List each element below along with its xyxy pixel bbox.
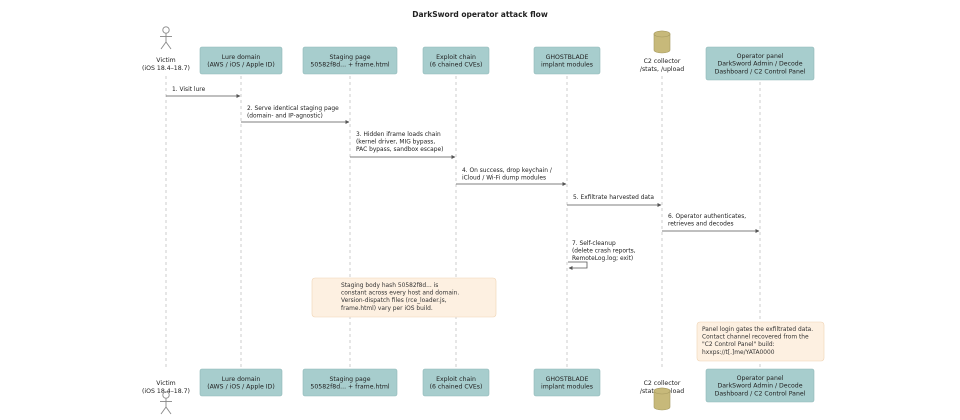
participant-box-ghostblade-top [533, 46, 601, 75]
participant-label-operator-top: DarkSword Admin / Decode [717, 61, 802, 68]
note-text-1: frame.html) vary per iOS build. [341, 306, 433, 312]
participant-label-ghostblade-bottom: GHOSTBLADE [546, 376, 589, 383]
actor-stroke [162, 391, 170, 399]
participant-label-operator-bottom: Operator panel [737, 375, 784, 382]
participant-label-staging-top: 50582f8d... + frame.html [310, 62, 389, 69]
note-box-1 [311, 277, 497, 318]
participant-box-staging-bottom [302, 368, 398, 397]
actor-stroke [160, 406, 167, 415]
participant-label-staging-top: Staging page [329, 54, 370, 61]
participant-box-exploit-top [422, 46, 490, 75]
message-label-4: 4. On success, drop keychain / [462, 168, 552, 174]
participant-box-lure-bottom [199, 368, 283, 397]
participant-box-operator-top [705, 46, 815, 81]
participant-label-exploit-bottom: (6 chained CVEs) [430, 384, 483, 391]
message-label-6: 6. Operator authenticates, [668, 214, 746, 220]
participant-label-operator-top: Dashboard / C2 Control Panel [715, 69, 806, 76]
message-label-7: (delete crash reports, [572, 249, 636, 255]
participant-label-ghostblade-top: implant modules [541, 62, 593, 69]
participant-label-staging-bottom: 50582f8d... + frame.html [310, 384, 389, 391]
note-text-2: hxxps://t[.]me/YATA0000 [702, 350, 775, 356]
participant-label-exploit-top: (6 chained CVEs) [430, 62, 483, 69]
participant-label-ghostblade-top: GHOSTBLADE [546, 54, 589, 61]
self-message-arrow [568, 261, 588, 270]
participant-label-victim-bottom: Victim [156, 380, 175, 387]
participant-label-lure-bottom: Lure domain [222, 376, 261, 383]
message-label-4: iCloud / Wi-Fi dump modules [462, 176, 546, 182]
participant-label-operator-top: Operator panel [737, 53, 784, 60]
participant-label-operator-bottom: DarkSword Admin / Decode [717, 383, 802, 390]
actor-stroke [165, 41, 172, 50]
note-text-1: Staging body hash 50582f8d... is [341, 283, 438, 289]
diagram-title: DarkSword operator attack flow [412, 10, 548, 19]
participant-box-operator-bottom [705, 368, 815, 403]
participant-label-operator-bottom: Dashboard / C2 Control Panel [715, 391, 806, 398]
message-label-7: 7. Self-cleanup [572, 241, 616, 247]
message-label-3: 3. Hidden iframe loads chain [356, 132, 441, 138]
message-label-3: (kernel driver, MIG bypass, [356, 140, 435, 146]
participant-label-lure-bottom: (AWS / iOS / Apple ID) [207, 384, 275, 391]
note-text-1: constant across every host and domain. [341, 291, 459, 297]
participant-box-exploit-bottom [422, 368, 490, 397]
message-label-3: PAC bypass, sandbox escape) [356, 147, 443, 153]
note-text-2: Contact channel recovered from the [702, 335, 809, 341]
database-icon-top-bottom [653, 387, 671, 395]
participant-box-lure-top [199, 46, 283, 75]
participant-label-lure-top: Lure domain [222, 54, 261, 61]
message-label-5: 5. Exfiltrate harvested data [573, 195, 654, 201]
participant-label-c2-top: C2 collector [644, 58, 681, 65]
participant-label-victim-top: Victim [156, 57, 175, 64]
participant-label-victim-top: (iOS 18.4–18.7) [142, 65, 190, 72]
actor-stroke [165, 406, 172, 415]
participant-box-ghostblade-bottom [533, 368, 601, 397]
message-label-2: 2. Serve identical staging page [247, 106, 339, 112]
participant-box-staging-top [302, 46, 398, 75]
participant-label-exploit-top: Exploit chain [436, 54, 476, 61]
message-label-1: 1. Visit lure [172, 87, 206, 93]
participant-label-c2-bottom: C2 collector [644, 380, 681, 387]
message-label-7: RemoteLog.log; exit) [572, 256, 633, 262]
actor-icon-bottom [160, 391, 172, 415]
note-text-2: Panel login gates the exfiltrated data. [702, 327, 813, 333]
participant-label-exploit-bottom: Exploit chain [436, 376, 476, 383]
message-label-6: retrieves and decodes [668, 222, 734, 228]
participant-label-lure-top: (AWS / iOS / Apple ID) [207, 62, 275, 69]
database-icon-top-top [653, 30, 671, 38]
message-label-2: (domain- and IP-agnostic) [247, 114, 323, 120]
participant-label-c2-top: /stats, /upload [640, 66, 684, 73]
participant-label-victim-bottom: (iOS 18.4–18.7) [142, 388, 190, 395]
note-text-2: "C2 Control Panel" build: [702, 342, 775, 348]
participant-label-staging-bottom: Staging page [329, 376, 370, 383]
participant-label-ghostblade-bottom: implant modules [541, 384, 593, 391]
actor-stroke [160, 41, 167, 50]
actor-icon-top [160, 26, 172, 50]
note-box-2 [696, 321, 825, 362]
actor-stroke [162, 26, 170, 34]
note-text-1: Version-dispatch files (rce_loader.js, [341, 298, 447, 304]
